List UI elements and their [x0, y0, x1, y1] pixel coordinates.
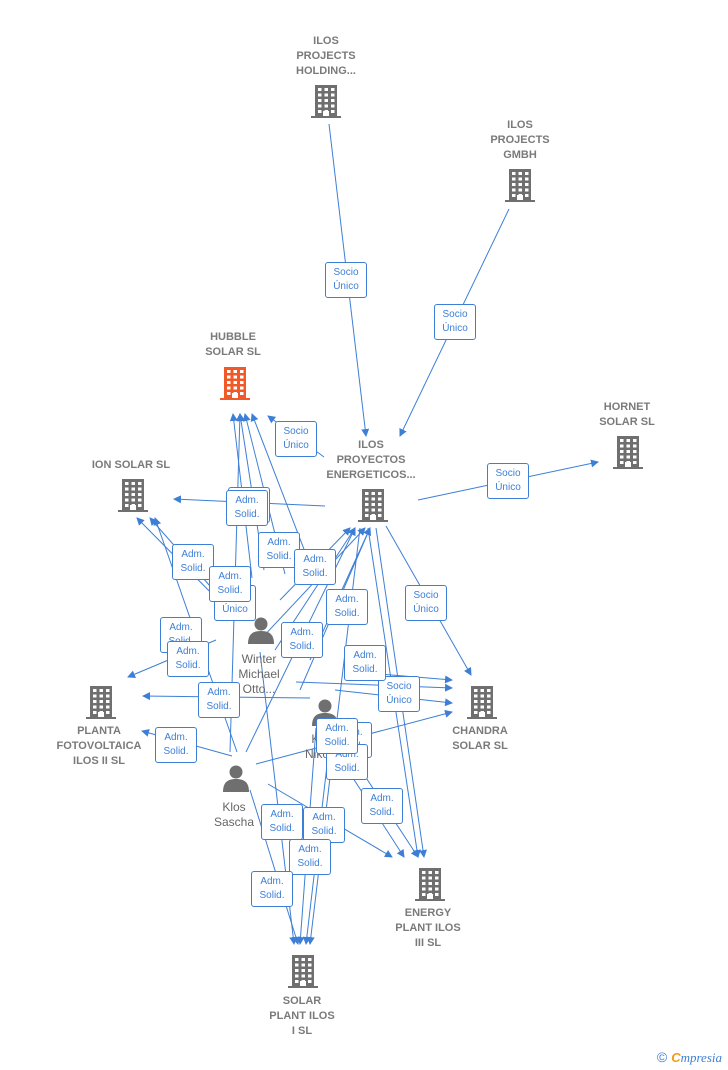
company-label-ilos-proyectos[interactable]: ILOS PROYECTOS ENERGETICOS...	[326, 439, 416, 481]
adm-solid-tag[interactable]: Adm. Solid.	[198, 682, 240, 718]
company-label-ion[interactable]: ION SOLAR SL	[91, 459, 171, 471]
socio-unico-tag[interactable]: Socio Único	[378, 676, 420, 712]
building-icon[interactable]	[415, 867, 445, 906]
adm-solid-tag[interactable]: Adm. Solid.	[258, 532, 300, 568]
adm-solid-tag[interactable]: Adm. Solid.	[209, 566, 251, 602]
socio-unico-tag[interactable]: Socio Único	[434, 304, 476, 340]
adm-solid-tag[interactable]: Adm. Solid.	[344, 645, 386, 681]
adm-solid-tag[interactable]: Adm. Solid.	[294, 549, 336, 585]
company-label-hornet[interactable]: HORNET SOLAR SL	[599, 401, 655, 428]
person-icon[interactable]	[247, 616, 275, 649]
company-label-ilos-holding[interactable]: ILOS PROJECTS HOLDING...	[296, 35, 356, 77]
company-label-solar1[interactable]: SOLAR PLANT ILOS I SL	[269, 995, 335, 1037]
building-icon[interactable]	[86, 685, 116, 724]
adm-solid-tag[interactable]: Adm. Solid.	[289, 839, 331, 875]
socio-unico-tag[interactable]: Socio Único	[405, 585, 447, 621]
company-label-planta[interactable]: PLANTA FOTOVOLTAICA ILOS II SL	[56, 725, 142, 767]
person-icon[interactable]	[222, 764, 250, 797]
socio-unico-tag[interactable]: Socio Único	[325, 262, 367, 298]
company-label-energy3[interactable]: ENERGY PLANT ILOS III SL	[395, 907, 461, 949]
edge-line	[295, 681, 453, 692]
adm-solid-tag[interactable]: Adm. Solid.	[261, 804, 303, 840]
adm-solid-tag[interactable]: Adm. Solid.	[172, 544, 214, 580]
copyright-footer: ©Cmpresia	[657, 1049, 722, 1066]
adm-solid-tag[interactable]: Adm. Solid.	[361, 788, 403, 824]
adm-solid-tag[interactable]: Adm. Solid.	[316, 718, 358, 754]
building-icon[interactable]	[467, 685, 497, 724]
company-label-hubble[interactable]: HUBBLE SOLAR SL	[205, 331, 261, 358]
building-icon[interactable]	[118, 478, 148, 517]
adm-solid-tag[interactable]: Adm. Solid.	[251, 871, 293, 907]
brand-name: mpresia	[680, 1050, 722, 1065]
adm-solid-tag[interactable]: Adm. Solid.	[155, 727, 197, 763]
edge-line	[249, 789, 300, 945]
brand-initial: C	[671, 1050, 681, 1065]
company-label-ilos-gmbh[interactable]: ILOS PROJECTS GMBH	[490, 119, 550, 161]
building-icon[interactable]	[220, 366, 250, 405]
person-label-klos-s[interactable]: Klos Sascha	[213, 800, 255, 829]
person-label-winter[interactable]: Winter Michael Otto...	[238, 652, 280, 696]
adm-solid-tag[interactable]: Adm. Solid.	[281, 622, 323, 658]
building-icon[interactable]	[288, 954, 318, 993]
edge-line	[250, 413, 313, 571]
building-icon[interactable]	[505, 168, 535, 207]
adm-solid-tag[interactable]: Adm. Solid.	[303, 807, 345, 843]
building-icon[interactable]	[358, 488, 388, 527]
copyright-symbol: ©	[656, 1049, 668, 1065]
adm-solid-tag[interactable]: Adm. Solid.	[167, 641, 209, 677]
socio-unico-tag[interactable]: Socio Único	[275, 421, 317, 457]
adm-solid-tag[interactable]: Adm. Solid.	[226, 490, 268, 526]
building-icon[interactable]	[311, 84, 341, 123]
building-icon[interactable]	[613, 435, 643, 474]
company-label-chandra[interactable]: CHANDRA SOLAR SL	[452, 725, 508, 752]
adm-solid-tag[interactable]: Adm. Solid.	[326, 589, 368, 625]
socio-unico-tag[interactable]: Socio Único	[487, 463, 529, 499]
